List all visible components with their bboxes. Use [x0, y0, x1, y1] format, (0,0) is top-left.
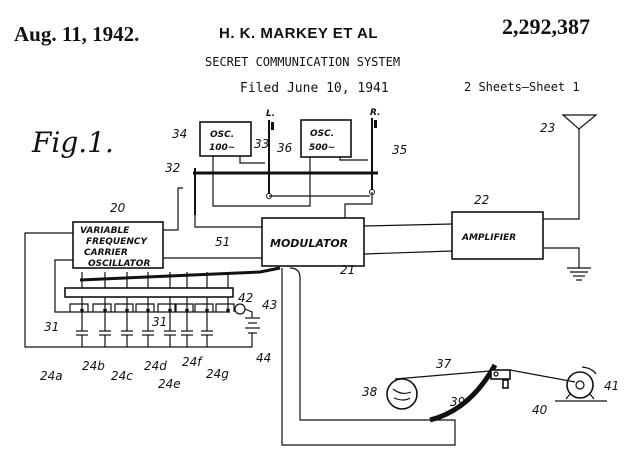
- contact-point: [185, 308, 189, 312]
- svg-text:23: 23: [540, 121, 555, 135]
- svg-text:32: 32: [165, 161, 180, 175]
- contact-point: [205, 308, 209, 312]
- patent-number: 2,292,387: [502, 14, 590, 39]
- svg-text:42: 42: [238, 291, 253, 305]
- svg-text:22: 22: [474, 193, 489, 207]
- svg-text:24a: 24a: [40, 369, 63, 383]
- svg-text:24e: 24e: [158, 377, 181, 391]
- contact-point: [168, 308, 172, 312]
- svg-text:MODULATOR: MODULATOR: [270, 237, 348, 250]
- contact-point: [125, 308, 129, 312]
- switch-label-right: R.: [370, 108, 381, 118]
- svg-text:500~: 500~: [309, 143, 335, 153]
- oscillator-100: OSC. 100~: [199, 121, 252, 157]
- svg-text:24f: 24f: [182, 355, 203, 369]
- switch-label-left: L.: [266, 109, 275, 119]
- svg-text:OSC.: OSC.: [310, 129, 334, 139]
- key-contacts: [69, 272, 235, 347]
- oscillator-500: OSC. 500~: [300, 119, 352, 158]
- svg-text:OSC.: OSC.: [210, 130, 234, 140]
- contact-line: [194, 303, 214, 312]
- contact-line: [114, 303, 134, 312]
- inventor: H. K. MARKEY ET AL: [219, 25, 379, 42]
- reference-numerals: 34 33 36 35 32 20 51 21 22 23 31 31 42 4…: [40, 121, 619, 417]
- contact-point: [80, 308, 84, 312]
- svg-text:44: 44: [256, 351, 271, 365]
- svg-text:OSCILLATOR: OSCILLATOR: [88, 259, 150, 269]
- sheet-count: 2 Sheets—Sheet 1: [464, 80, 580, 94]
- svg-text:43: 43: [262, 298, 277, 312]
- modulator: MODULATOR: [261, 217, 365, 267]
- svg-text:35: 35: [392, 143, 407, 157]
- contact-point: [226, 308, 230, 312]
- svg-text:39: 39: [450, 395, 465, 409]
- svg-text:20: 20: [110, 201, 126, 215]
- contact-line: [135, 303, 155, 312]
- variable-frequency-carrier-oscillator: VARIABLE FREQUENCY CARRIER OSCILLATOR: [72, 221, 164, 269]
- cable-51: [79, 266, 498, 446]
- svg-text:24g: 24g: [206, 367, 229, 381]
- svg-text:CARRIER: CARRIER: [84, 248, 128, 258]
- svg-text:24d: 24d: [144, 359, 167, 373]
- svg-text:24c: 24c: [111, 369, 133, 383]
- ground: [543, 247, 591, 281]
- filed-date: Filed June 10, 1941: [240, 81, 389, 96]
- svg-text:41: 41: [604, 379, 619, 393]
- svg-text:VARIABLE: VARIABLE: [80, 226, 130, 236]
- battery-44: [228, 308, 260, 348]
- switch-assembly: [163, 118, 378, 231]
- svg-text:34: 34: [172, 127, 187, 141]
- svg-text:37: 37: [436, 357, 452, 371]
- motor-40: [555, 366, 607, 402]
- antenna: [543, 114, 598, 220]
- reader-39: [490, 369, 511, 389]
- svg-text:FREQUENCY: FREQUENCY: [86, 237, 148, 247]
- svg-text:31: 31: [44, 320, 59, 334]
- svg-text:51: 51: [215, 235, 230, 249]
- svg-text:21: 21: [340, 263, 355, 277]
- svg-text:AMPLIFIER: AMPLIFIER: [461, 233, 516, 243]
- contact-line: [69, 303, 89, 312]
- lamp-43: [234, 303, 246, 315]
- record-drum-38: [386, 378, 418, 410]
- svg-text:40: 40: [532, 403, 548, 417]
- svg-text:36: 36: [277, 141, 293, 155]
- contact-point: [103, 308, 107, 312]
- contact-bar: [64, 287, 234, 298]
- contact-line: [215, 303, 235, 312]
- svg-text:24b: 24b: [82, 359, 105, 373]
- contact-line: [157, 303, 177, 312]
- tape-37: [394, 370, 491, 380]
- patent-title: SECRET COMMUNICATION SYSTEM: [205, 55, 401, 69]
- contact-line: [174, 303, 194, 312]
- contact-point: [146, 308, 150, 312]
- patent-date: Aug. 11, 1942.: [14, 22, 140, 46]
- svg-text:38: 38: [362, 385, 378, 399]
- figure-label: Fig.1.: [31, 126, 114, 159]
- svg-text:100~: 100~: [209, 143, 235, 153]
- amplifier: AMPLIFIER: [451, 211, 544, 260]
- svg-text:31: 31: [152, 315, 167, 329]
- svg-text:33: 33: [254, 137, 269, 151]
- contact-line: [92, 303, 112, 312]
